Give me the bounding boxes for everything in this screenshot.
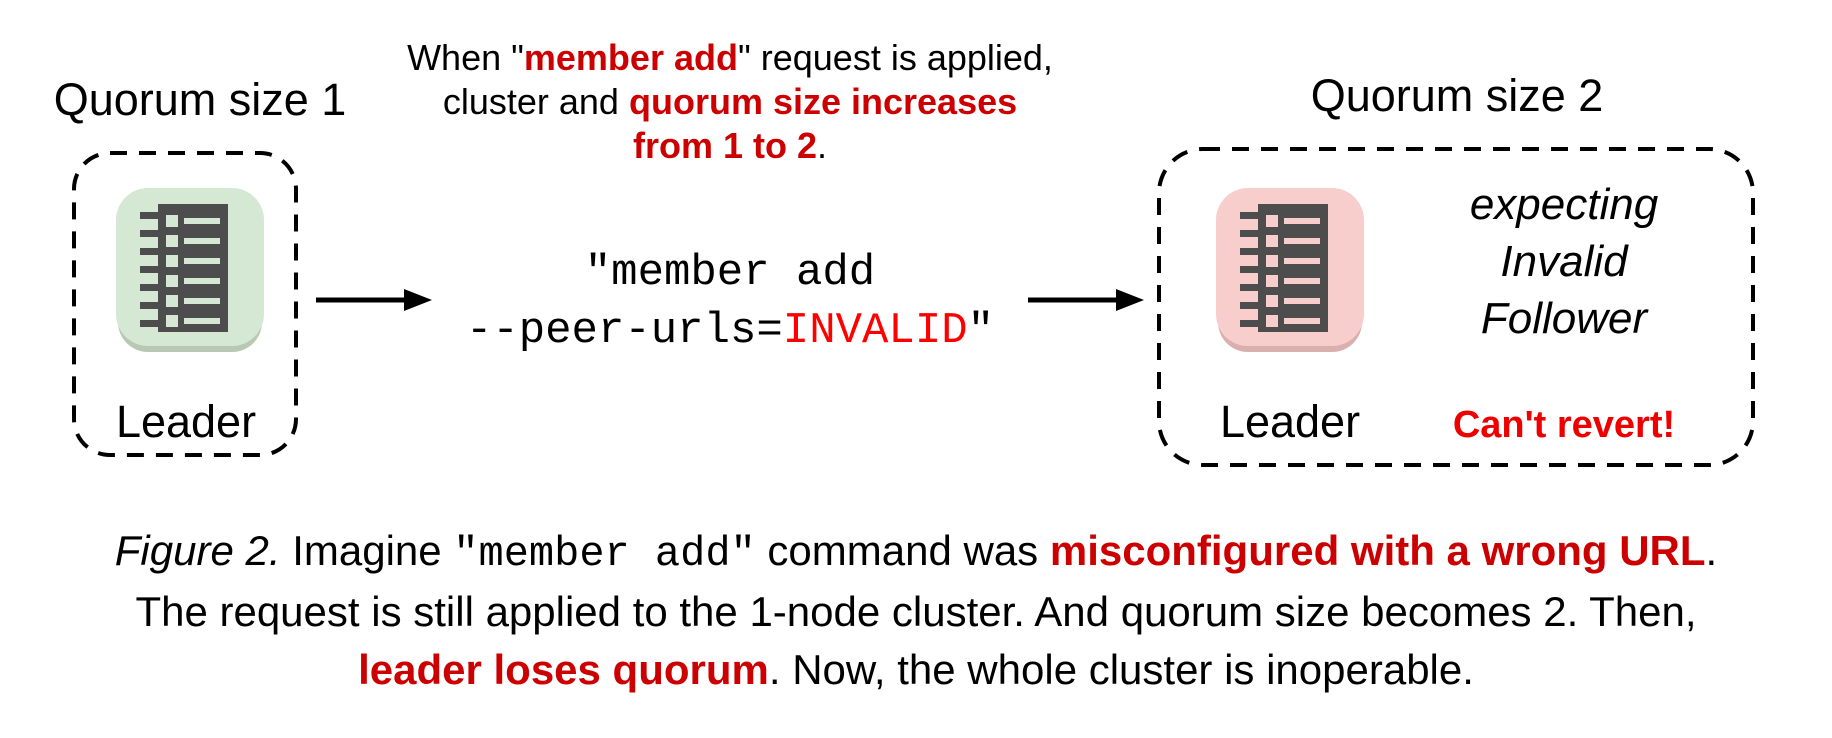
leader-label: Leader	[115, 396, 257, 447]
figure-caption: Figure 2. Imagine "member add" command w…	[114, 527, 1718, 693]
left-cluster-title: Quorum size 1	[53, 74, 347, 125]
member-add-note: When "member add" request is applied,clu…	[407, 37, 1053, 166]
right-arrow-icon	[316, 289, 432, 311]
server-icon	[140, 204, 228, 332]
leader-node-green	[116, 188, 264, 346]
cant-revert-warning: Can't revert!	[1452, 404, 1676, 446]
right-cluster-title: Quorum size 2	[1310, 70, 1604, 121]
right-arrow-icon	[1028, 289, 1144, 311]
server-icon	[1240, 204, 1328, 332]
leader-label: Leader	[1219, 396, 1361, 447]
leader-node-pink	[1216, 188, 1364, 346]
left-cluster-dashed-box	[72, 151, 298, 457]
member-add-command: "member add--peer-urls=INVALID"	[465, 248, 995, 356]
